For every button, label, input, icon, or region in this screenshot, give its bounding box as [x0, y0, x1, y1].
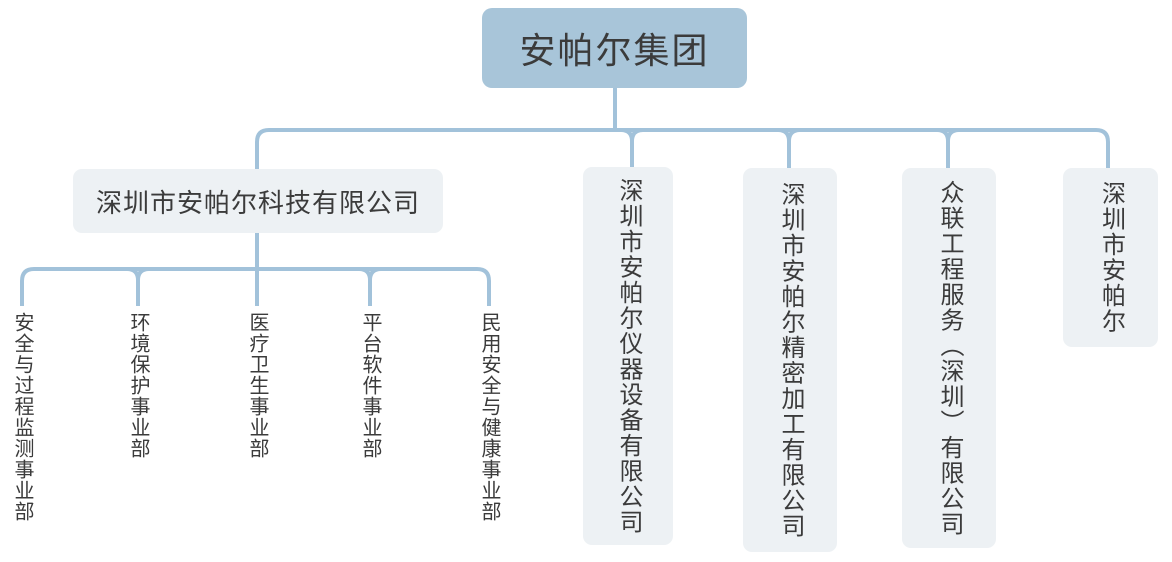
department-node-safety-monitoring: 安全与过程监测事业部 — [11, 312, 33, 522]
company-node-instruments: 深圳市安帕尔仪器设备有限公司 — [583, 167, 673, 545]
connector-level1-bracket — [255, 128, 1110, 169]
company-node-anpaer: 深圳市安帕尔 — [1063, 168, 1158, 347]
connector-drop-company-2 — [777, 128, 801, 168]
department-node-environment: 环境保护事业部 — [127, 312, 149, 459]
connector-drop-company-1 — [620, 128, 644, 167]
connector-drop-department-1 — [126, 267, 150, 306]
root-node-group: 安帕尔集团 — [482, 8, 747, 88]
company-node-tech: 深圳市安帕尔科技有限公司 — [73, 169, 443, 233]
department-node-civil-safety-health: 民用安全与健康事业部 — [478, 312, 500, 522]
connector-drop-company-3 — [936, 128, 960, 168]
company-node-zhonglian: 众联工程服务（深圳）有限公司 — [902, 168, 996, 548]
connector-level2-bracket — [20, 267, 491, 306]
department-node-platform-software: 平台软件事业部 — [359, 312, 381, 459]
company-node-precision: 深圳市安帕尔精密加工有限公司 — [743, 168, 837, 552]
connector-drop-department-3 — [358, 267, 382, 306]
department-node-medical: 医疗卫生事业部 — [246, 312, 268, 459]
